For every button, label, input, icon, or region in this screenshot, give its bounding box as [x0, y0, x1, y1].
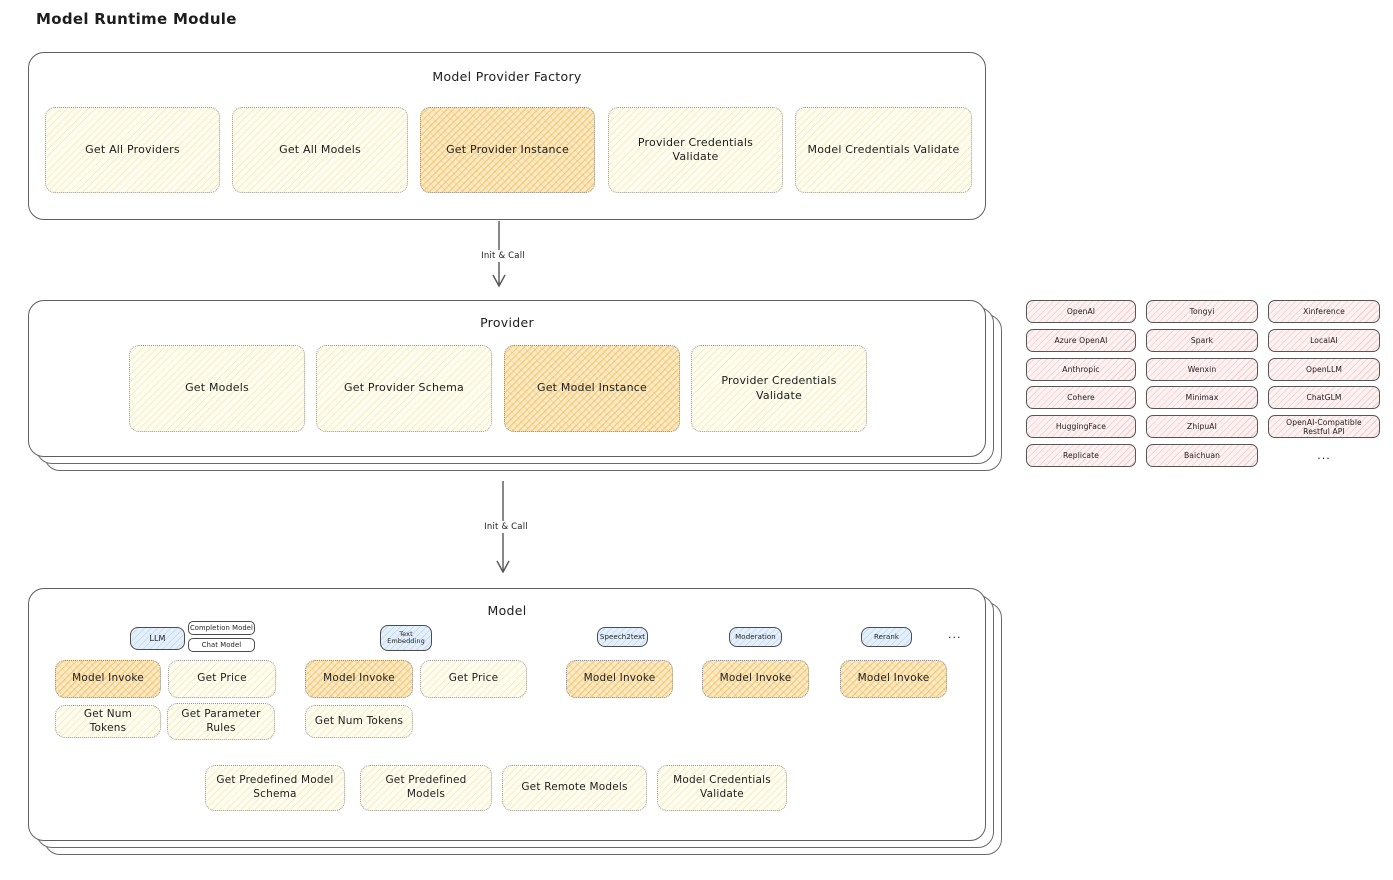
provider-chip-openai: OpenAI: [1026, 300, 1136, 323]
factory-item-get-provider-instance: Get Provider Instance: [420, 107, 595, 193]
provider-chip-anthropic: Anthropic: [1026, 357, 1136, 381]
text-embedding-model-invoke: Model Invoke: [305, 660, 413, 698]
provider-title: Provider: [480, 315, 534, 330]
moderation-model-invoke: Model Invoke: [702, 660, 809, 698]
tab-speech2text: Speech2text: [597, 627, 648, 647]
model-title: Model: [487, 603, 527, 618]
llm-get-num-tokens: Get Num Tokens: [55, 705, 161, 738]
provider-chip-wenxin: Wenxin: [1146, 357, 1258, 381]
provider-chip-huggingface: HuggingFace: [1026, 415, 1136, 439]
model-get-predefined-models: Get Predefined Models: [360, 765, 492, 811]
factory-title: Model Provider Factory: [432, 69, 582, 84]
provider-chip-xinference: Xinference: [1268, 300, 1380, 323]
providers-more-ellipsis: ...: [1317, 448, 1331, 462]
provider-chip-localai: LocalAI: [1268, 328, 1380, 352]
provider-item-get-provider-schema: Get Provider Schema: [316, 345, 492, 432]
model-get-remote-models: Get Remote Models: [502, 765, 647, 811]
providers-grid: OpenAI Tongyi Xinference Azure OpenAI Sp…: [1026, 300, 1380, 467]
provider-chip-tongyi: Tongyi: [1146, 300, 1258, 323]
tab-completion-model: Completion Model: [188, 621, 255, 635]
model-credentials-validate: Model Credentials Validate: [657, 765, 787, 811]
provider-chip-chatglm: ChatGLM: [1268, 386, 1380, 410]
llm-get-price: Get Price: [168, 660, 276, 698]
factory-item-provider-credentials-validate: Provider Credentials Validate: [608, 107, 783, 193]
provider-item-get-model-instance: Get Model Instance: [504, 345, 680, 432]
provider-item-get-models: Get Models: [129, 345, 305, 432]
provider-chip-azure-openai: Azure OpenAI: [1026, 328, 1136, 352]
init-call-label-1: Init & Call: [467, 250, 539, 262]
page-title: Model Runtime Module: [36, 10, 237, 28]
tab-moderation: Moderation: [729, 627, 782, 647]
speech2text-model-invoke: Model Invoke: [566, 660, 673, 698]
llm-get-parameter-rules: Get Parameter Rules: [167, 703, 275, 740]
provider-chip-spark: Spark: [1146, 328, 1258, 352]
init-call-label-2: Init & Call: [470, 521, 542, 533]
provider-chip-minimax: Minimax: [1146, 386, 1258, 410]
factory-item-get-all-providers: Get All Providers: [45, 107, 220, 193]
text-embedding-get-num-tokens: Get Num Tokens: [305, 705, 413, 738]
rerank-model-invoke: Model Invoke: [840, 660, 947, 698]
provider-chip-openai-compatible: OpenAI-Compatible Restful API: [1268, 415, 1380, 439]
provider-chip-openllm: OpenLLM: [1268, 357, 1380, 381]
text-embedding-get-price: Get Price: [420, 660, 527, 698]
llm-model-invoke: Model Invoke: [55, 660, 161, 698]
tabs-more-ellipsis: ...: [948, 628, 962, 641]
factory-item-model-credentials-validate: Model Credentials Validate: [795, 107, 972, 193]
tab-llm: LLM: [130, 627, 185, 650]
model-get-predefined-model-schema: Get Predefined Model Schema: [205, 765, 345, 811]
tab-chat-model: Chat Model: [188, 638, 255, 652]
factory-item-get-all-models: Get All Models: [232, 107, 408, 193]
provider-chip-cohere: Cohere: [1026, 386, 1136, 410]
provider-chip-baichuan: Baichuan: [1146, 443, 1258, 467]
tab-text-embedding: Text Embedding: [380, 625, 432, 651]
provider-chip-replicate: Replicate: [1026, 443, 1136, 467]
tab-rerank: Rerank: [861, 627, 912, 647]
provider-chip-zhipuai: ZhipuAI: [1146, 415, 1258, 439]
provider-item-provider-credentials-validate: Provider Credentials Validate: [691, 345, 867, 432]
